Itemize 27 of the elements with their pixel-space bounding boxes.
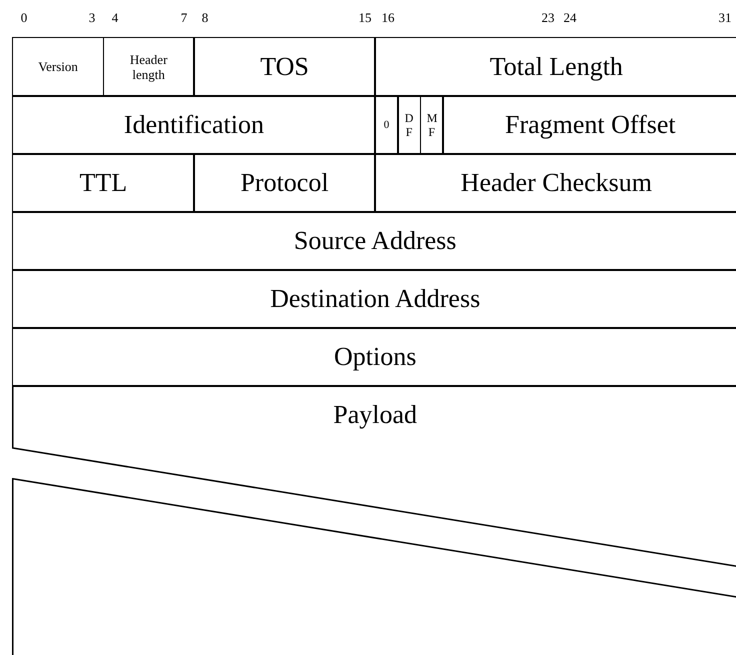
payload-continuation [12, 478, 736, 655]
header-field: Source Address [12, 211, 736, 270]
payload-field: Payload [12, 385, 736, 567]
header-field: Version [12, 37, 104, 96]
header-field: TOS [193, 37, 376, 96]
bit-number: 31 [718, 10, 732, 26]
bit-number: 0 [20, 10, 28, 26]
header-field: Total Length [374, 37, 736, 96]
bit-number: 4 [112, 10, 118, 26]
bit-number: 23 [542, 10, 554, 26]
bit-number: 15 [358, 10, 372, 26]
header-field: Header Checksum [374, 153, 736, 212]
header-field: Destination Address [12, 269, 736, 328]
bit-number: 16 [382, 10, 394, 26]
header-field: 0 [374, 95, 399, 154]
bit-number: 8 [202, 10, 208, 26]
header-field: Fragment Offset [442, 95, 736, 154]
header-field: Protocol [193, 153, 376, 212]
header-field: Identification [12, 95, 376, 154]
bit-number: 3 [88, 10, 96, 26]
header-field: Header length [102, 37, 195, 96]
header-field: M F [420, 95, 444, 154]
bit-number: 24 [564, 10, 576, 26]
header-field: Options [12, 327, 736, 386]
header-field: TTL [12, 153, 195, 212]
header-field: D F [397, 95, 422, 154]
bit-number: 7 [180, 10, 188, 26]
